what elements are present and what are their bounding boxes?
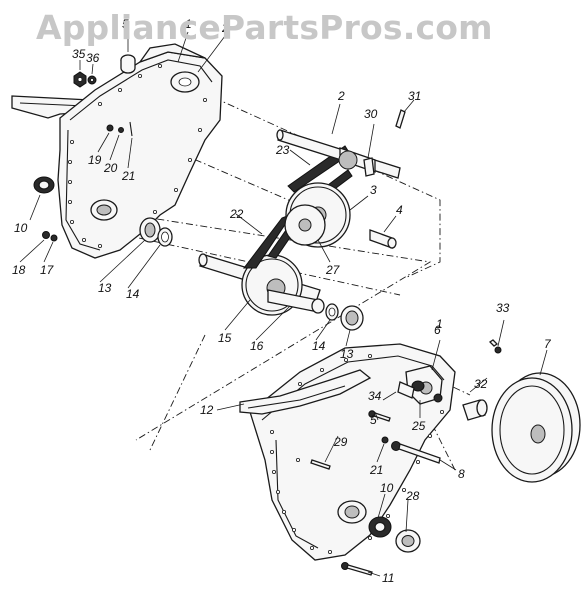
nuts-35-36 bbox=[73, 71, 97, 88]
key-part-30 bbox=[363, 157, 375, 177]
callout-5-top: 5 bbox=[122, 17, 129, 31]
callout-22: 22 bbox=[229, 207, 244, 221]
callout-7: 7 bbox=[544, 337, 552, 351]
left-housing-part-1 bbox=[11, 43, 223, 259]
watermark-text: AppliancePartsPros.com bbox=[36, 8, 493, 47]
callout-19: 19 bbox=[88, 153, 102, 167]
part-34 bbox=[397, 381, 415, 399]
callout-16: 16 bbox=[250, 339, 264, 353]
right-housing-part-1 bbox=[239, 343, 456, 561]
callout-6: 6 bbox=[434, 323, 441, 337]
callout-27: 27 bbox=[325, 263, 341, 277]
callout-17: 17 bbox=[40, 263, 55, 277]
callout-14-left: 14 bbox=[126, 287, 140, 301]
callout-33: 33 bbox=[496, 301, 510, 315]
callout-18: 18 bbox=[12, 263, 26, 277]
washer-part-14-left bbox=[157, 227, 173, 247]
callout-13-right: 13 bbox=[340, 347, 354, 361]
leader-lines bbox=[19, 30, 548, 577]
callout-12: 12 bbox=[200, 403, 214, 417]
callout-10-left: 10 bbox=[14, 221, 28, 235]
callout-25: 25 bbox=[411, 419, 426, 433]
washer-part-14-right bbox=[325, 303, 339, 321]
bolt-part-11 bbox=[341, 562, 373, 576]
plug-part-5-top bbox=[120, 54, 136, 74]
callout-15: 15 bbox=[218, 331, 232, 345]
callout-11: 11 bbox=[382, 571, 394, 585]
callout-1-top: 1 bbox=[185, 17, 192, 31]
callout-5-right: 5 bbox=[370, 413, 377, 427]
bearing-part-13-right bbox=[340, 305, 364, 331]
bushing-part-32 bbox=[462, 399, 488, 421]
callout-31: 31 bbox=[408, 89, 421, 103]
callout-32: 32 bbox=[474, 377, 488, 391]
callout-34: 34 bbox=[368, 389, 382, 403]
washer-part-21-right bbox=[381, 436, 389, 444]
callout-3: 3 bbox=[370, 183, 377, 197]
callout-labels: 1 1 2 2 3 4 5 5 6 7 8 10 10 11 12 13 13 … bbox=[12, 17, 552, 585]
callout-4: 4 bbox=[396, 203, 403, 217]
callout-2-top: 2 bbox=[221, 21, 229, 35]
pulley-part-7 bbox=[491, 372, 581, 483]
pin-part-31 bbox=[395, 109, 406, 129]
callout-21-left: 21 bbox=[121, 169, 135, 183]
callout-20: 20 bbox=[103, 161, 118, 175]
lower-sprocket bbox=[241, 254, 325, 316]
callout-30: 30 bbox=[364, 107, 378, 121]
callout-1-right: 1 bbox=[436, 317, 443, 331]
callout-8: 8 bbox=[458, 467, 465, 481]
bearing-part-13-left bbox=[139, 217, 161, 243]
callout-23: 23 bbox=[275, 143, 290, 157]
screw-part-29 bbox=[310, 459, 331, 470]
callout-29: 29 bbox=[333, 435, 348, 449]
seal-part-10-right bbox=[368, 516, 392, 538]
callout-36: 36 bbox=[86, 51, 100, 65]
washers-17-18 bbox=[42, 231, 58, 242]
callout-21-right: 21 bbox=[369, 463, 383, 477]
callout-10-right: 10 bbox=[380, 481, 394, 495]
seal-part-10-left bbox=[33, 176, 55, 194]
upper-sprocket-part-3 bbox=[284, 182, 351, 248]
callout-35: 35 bbox=[72, 47, 86, 61]
bolt-part-8 bbox=[391, 441, 441, 464]
callout-13-left: 13 bbox=[98, 281, 112, 295]
callout-14-right: 14 bbox=[312, 339, 326, 353]
screw-part-33 bbox=[488, 339, 502, 354]
bolt-part-5-right bbox=[368, 410, 391, 422]
callout-2-shaft: 2 bbox=[337, 89, 345, 103]
callout-28: 28 bbox=[405, 489, 420, 503]
cap-part-28 bbox=[395, 529, 421, 553]
spacer-part-4 bbox=[369, 229, 397, 249]
